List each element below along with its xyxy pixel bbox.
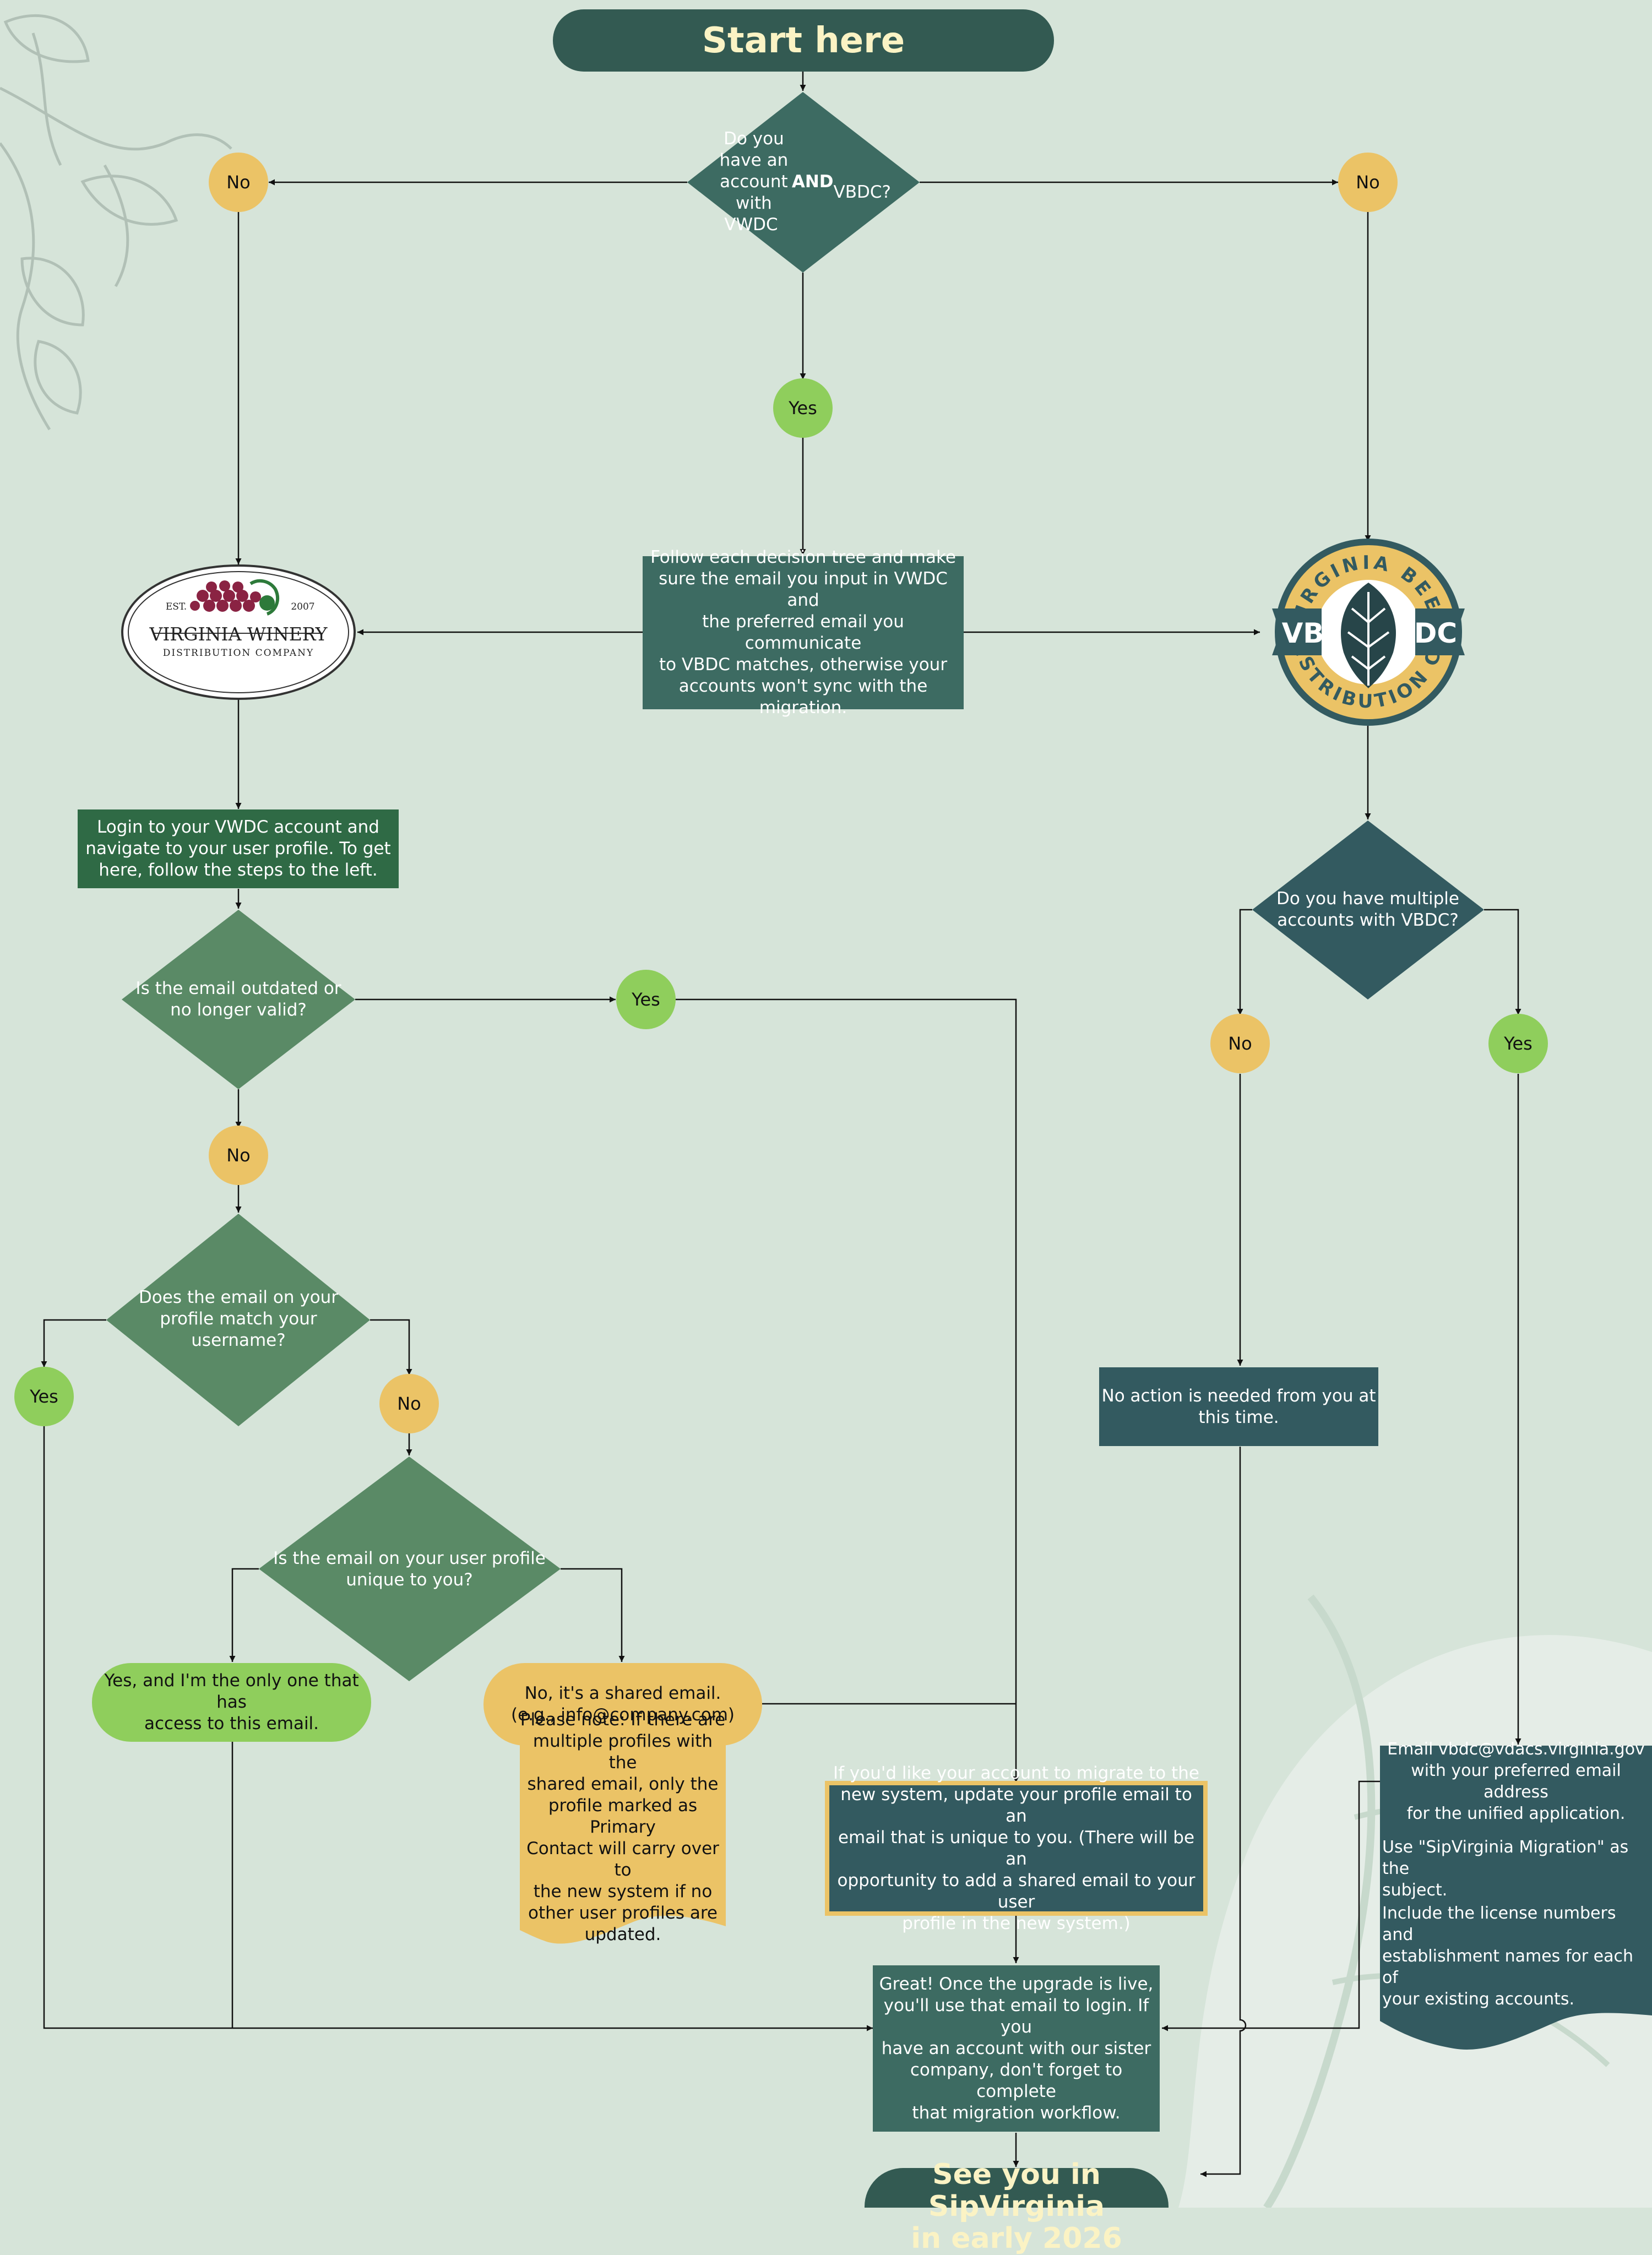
decision-multiple-diamond	[1252, 821, 1484, 999]
badge-no-right	[1338, 153, 1398, 212]
no-shared-terminal	[483, 1663, 762, 1746]
great-box	[873, 1965, 1160, 2132]
connectors	[41, 72, 1521, 2177]
decision-match-diamond	[106, 1214, 370, 1426]
vbdc-logo: VIRGINIA BEER DISTRIBUTION CO VB DC	[1272, 539, 1465, 726]
decision-multiple-text: Do you have multiple accounts with VBDC?	[1276, 889, 1459, 930]
yes-outdated-label: Yes	[632, 988, 660, 1010]
no-match-label: No	[397, 1393, 421, 1414]
follow-tree-text: Follow each decision tree and make sure …	[650, 547, 956, 718]
start-terminal	[553, 9, 1054, 72]
decision-accounts-text-pre: Do you have an account with VWDC	[719, 128, 789, 235]
badge-no-left	[209, 153, 268, 212]
decision-unique-text: Is the email on your user profile unique…	[273, 1548, 546, 1590]
badge-yes-multiple	[1488, 1014, 1548, 1073]
badge-yes-center	[773, 378, 833, 438]
shared-note-document	[520, 1743, 726, 1944]
start-label: Start here	[702, 20, 905, 61]
follow-tree-box	[643, 556, 964, 709]
yes-center-label: Yes	[789, 397, 817, 419]
end-terminal	[865, 2168, 1169, 2208]
vwdc-logo-est: EST.	[165, 601, 187, 612]
update-email-text: If you'd like your account to migrate to…	[833, 1763, 1199, 1933]
end-label: See you in SipVirginia in early 2026	[911, 2158, 1122, 2255]
decorative-leaves-top-left	[0, 14, 232, 431]
vwdc-logo-sub: DISTRIBUTION COMPANY	[162, 648, 314, 659]
email-vbdc-text-3: Include the license numbers and establis…	[1382, 1904, 1633, 2009]
yes-match-label: Yes	[30, 1385, 58, 1407]
yes-unique-text: Yes, and I'm the only one that has acces…	[104, 1671, 359, 1734]
decision-match-text: Does the email on your profile match you…	[138, 1287, 339, 1350]
no-action-box	[1099, 1367, 1378, 1446]
login-vwdc-text: Login to your VWDC account and navigate …	[85, 817, 391, 880]
decision-unique-diamond	[259, 1457, 561, 1681]
yes-multiple-label: Yes	[1504, 1033, 1533, 1054]
no-right-label: No	[1356, 171, 1380, 193]
vbdc-logo-right-text: DC	[1414, 617, 1457, 649]
no-shared-text: No, it's a shared email. (e.g., info@com…	[510, 1683, 735, 1725]
decision-accounts-text-post: VBDC?	[833, 161, 891, 202]
login-vwdc-box	[78, 809, 399, 888]
vbdc-logo-left-text: VB	[1282, 617, 1324, 649]
badge-no-outdated	[209, 1126, 268, 1185]
email-vbdc-text-2: Use "SipVirginia Migration" as the subje…	[1382, 1838, 1629, 1900]
great-text: Great! Once the upgrade is live, you'll …	[879, 1974, 1154, 2123]
vwdc-logo	[121, 564, 356, 700]
badge-no-match	[379, 1374, 439, 1433]
decision-accounts-text-and: AND	[791, 171, 834, 192]
no-multiple-label: No	[1228, 1033, 1252, 1054]
email-vbdc-text-1: Email vbdc@vdacs.virginia.gov with your …	[1387, 1740, 1645, 1823]
badge-no-multiple	[1210, 1014, 1270, 1073]
badge-yes-match	[14, 1367, 74, 1426]
decision-accounts-diamond	[687, 92, 920, 273]
flowchart-canvas: VIRGINIA BEER DISTRIBUTION CO VB DC	[0, 9, 1652, 2208]
flowchart: VIRGINIA BEER DISTRIBUTION CO VB DC Star…	[0, 9, 1652, 2254]
update-email-box	[825, 1781, 1208, 1916]
no-outdated-label: No	[226, 1144, 251, 1166]
decision-accounts-text: Do you have an account with VWDC AND VBD…	[716, 129, 891, 235]
vwdc-logo-name: VIRGINIA WINERY	[149, 623, 328, 645]
decision-outdated-diamond	[122, 910, 355, 1089]
no-action-text: No action is needed from you at this tim…	[1101, 1385, 1376, 1427]
decision-outdated-text: Is the email outdated or no longer valid…	[135, 979, 341, 1020]
badge-yes-outdated	[616, 970, 676, 1029]
vwdc-logo-year: 2007	[291, 601, 315, 612]
email-vbdc-document	[1380, 1746, 1652, 2050]
no-left-label: No	[226, 171, 251, 193]
yes-unique-terminal	[92, 1663, 371, 1742]
